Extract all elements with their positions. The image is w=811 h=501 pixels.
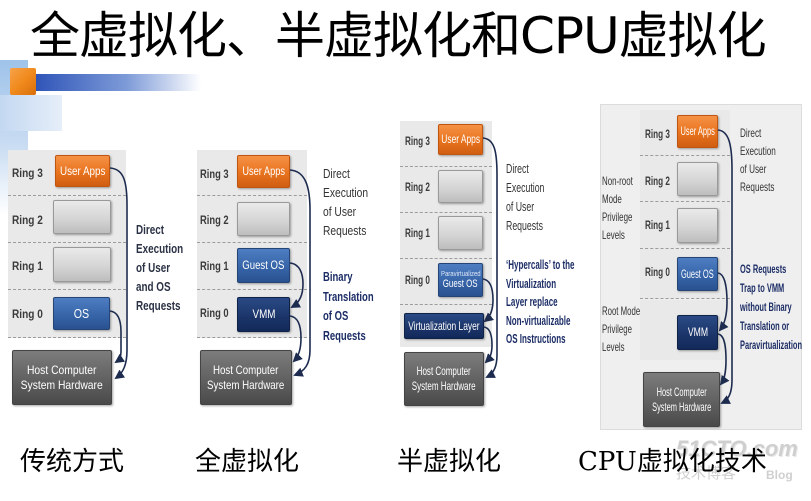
decor-orange-square (10, 68, 36, 95)
hardware-label: Host Computer System Hardware (20, 362, 104, 392)
ring2-empty-box (438, 170, 483, 203)
ring2-empty-box (677, 162, 718, 196)
os-requests-trap-note: OS Requests Trap to VMM without Binary T… (740, 262, 803, 352)
ring1-empty-box (53, 247, 111, 282)
binary-translation-note: Binary Translation of OS Requests (323, 269, 374, 343)
ring2-empty-box (237, 202, 290, 236)
ring-1-label: Ring 1 (405, 226, 430, 240)
ring-1-label: Ring 1 (200, 259, 229, 273)
ring1-empty-box (677, 208, 718, 243)
user-apps-label: User Apps (680, 124, 715, 138)
caption-traditional: 传统方式 (20, 447, 125, 477)
ring-2-label: Ring 2 (12, 213, 43, 227)
user-apps-label: User Apps (242, 164, 285, 178)
os-box: OS (53, 297, 110, 330)
guest-os-label: Guest OS (242, 258, 285, 272)
hardware-box: Host Computer System Hardware (200, 350, 292, 405)
hardware-box: Host Computer System Hardware (404, 352, 484, 406)
virtualization-layer-label: Virtualization Layer (408, 318, 480, 333)
user-apps-box: User Apps (237, 155, 290, 188)
ring-2-label: Ring 2 (200, 213, 229, 227)
os-label: OS (73, 306, 90, 321)
hardware-box: Host Computer System Hardware (643, 372, 720, 427)
direct-execution-note: Direct Execution of User Requests (740, 126, 776, 194)
ring-0-label: Ring 0 (645, 265, 670, 279)
ring-1-label: Ring 1 (12, 259, 43, 273)
hardware-box: Host Computer System Hardware (12, 350, 112, 405)
hypercalls-note: ‘Hypercalls’ to the Virtualization Layer… (506, 258, 575, 346)
caption-full-virtualization: 全虚拟化 (195, 447, 300, 477)
ring-3-label: Ring 3 (12, 166, 43, 180)
user-apps-box: User Apps (438, 124, 483, 155)
non-root-mode-label: Non-root Mode Privilege Levels (602, 174, 633, 242)
virtualization-layer-box: Virtualization Layer (404, 313, 484, 339)
caption-cpu-virtualization: CPU虚拟化技术 (578, 447, 767, 477)
ring-3-label: Ring 3 (200, 167, 229, 181)
vmm-box: VMM (677, 315, 718, 350)
ring-0-label: Ring 0 (200, 306, 229, 320)
vmm-label: VMM (687, 325, 708, 339)
user-apps-box: User Apps (55, 155, 110, 187)
watermark-blog-en: Blog (766, 468, 793, 482)
guest-os-label: Guest OS (443, 278, 478, 290)
root-mode-label: Root Mode Privilege Levels (602, 304, 641, 354)
decor-light-block (0, 95, 62, 131)
ring1-empty-box (438, 216, 483, 250)
caption-paravirtualization: 半虚拟化 (397, 447, 502, 477)
ring-1-label: Ring 1 (645, 218, 670, 232)
vmm-label: VMM (252, 307, 275, 321)
vmm-box: VMM (237, 297, 290, 332)
direct-execution-note: Direct Execution of User Requests (506, 162, 545, 233)
user-apps-label: User Apps (59, 163, 106, 178)
ring2-empty-box (53, 200, 111, 234)
hardware-label: Host Computer System Hardware (651, 384, 712, 414)
ring-2-label: Ring 2 (645, 174, 670, 188)
slide-title: 全虚拟化、半虚拟化和CPU虚拟化 (30, 7, 767, 65)
paravirtualized-label: Paravirtualized (440, 269, 481, 278)
user-apps-label: User Apps (441, 132, 480, 146)
ring-0-label: Ring 0 (12, 307, 43, 321)
direct-execution-note: Direct Execution of User Requests (323, 166, 369, 238)
hardware-label: Host Computer System Hardware (412, 364, 476, 393)
ring-2-label: Ring 2 (405, 180, 430, 194)
ring-0-label: Ring 0 (405, 273, 430, 287)
hardware-label: Host Computer System Hardware (207, 362, 285, 392)
guest-os-label: Guest OS (681, 266, 714, 281)
decor-blue-bar (36, 74, 201, 91)
watermark-blog-cn: 技术博客 (676, 464, 737, 482)
ring-3-label: Ring 3 (645, 127, 670, 141)
ring-3-label: Ring 3 (405, 134, 430, 148)
watermark-site: 51CTO.com (676, 436, 798, 461)
user-apps-box: User Apps (677, 115, 718, 148)
guest-os-box: Guest OS (237, 248, 290, 283)
guest-os-box: Guest OS (677, 257, 718, 291)
direct-execution-note: Direct Execution of User and OS Requests (136, 222, 184, 313)
paravirtualized-guest-os-box: Paravirtualized Guest OS (438, 263, 483, 297)
